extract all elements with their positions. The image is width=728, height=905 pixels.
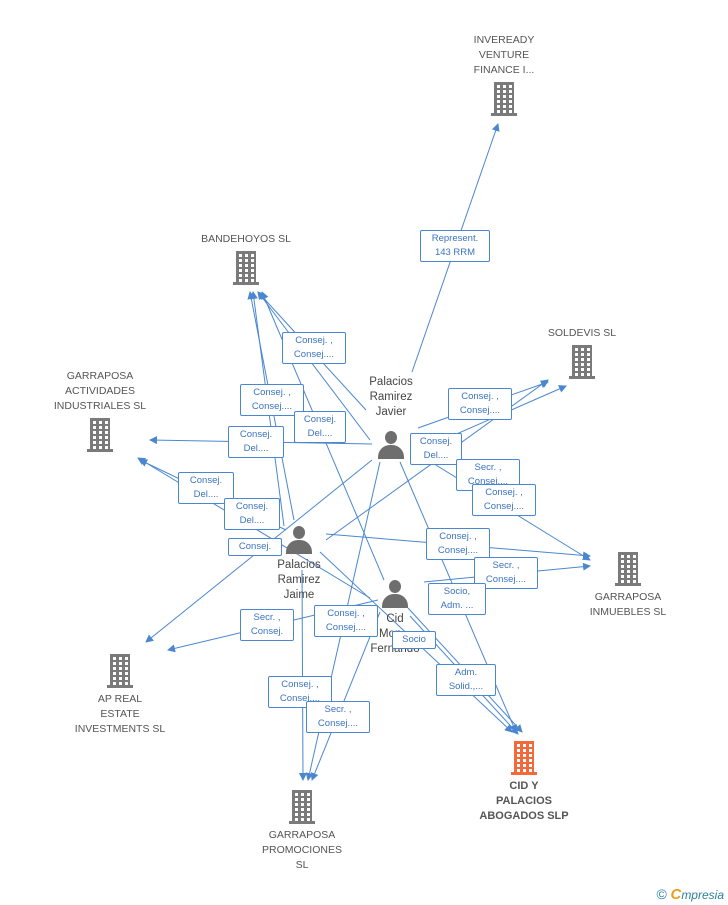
edge-fernando-promociones: [310, 611, 381, 781]
edge-label[interactable]: Consej. , Consej....: [472, 484, 536, 516]
edge-label[interactable]: Secr. , Consej.: [240, 609, 294, 641]
person-icon: [380, 580, 410, 608]
person-node-javier[interactable]: Palacios Ramirez Javier: [346, 375, 436, 459]
company-node-ap-real[interactable]: AP REAL ESTATE INVESTMENTS SL: [64, 654, 176, 737]
company-label: INVEREADY VENTURE FINANCE I...: [473, 34, 535, 76]
building-icon: [289, 790, 315, 824]
edge-label[interactable]: Secr. , Consej....: [306, 701, 370, 733]
edge-jaime-promociones: [298, 569, 307, 781]
building-icon: [233, 251, 259, 285]
edge-javier-bandehoyos-b: [257, 291, 371, 441]
building-icon: [491, 82, 517, 116]
company-label: SOLDEVIS SL: [547, 327, 617, 339]
edge-label[interactable]: Consej. Del....: [224, 498, 280, 530]
company-node-soldevis[interactable]: SOLDEVIS SL: [530, 326, 634, 379]
edge-label[interactable]: Consej.: [228, 538, 282, 556]
edge-label[interactable]: Consej. , Consej....: [448, 388, 512, 420]
edge-label[interactable]: Consej. , Consej....: [314, 605, 378, 637]
company-node-cid-palacios[interactable]: CID Y PALACIOS ABOGADOS SLP: [468, 741, 580, 824]
person-icon: [376, 431, 406, 459]
building-icon: [87, 418, 113, 452]
company-label: AP REAL ESTATE INVESTMENTS SL: [74, 693, 166, 735]
person-icon: [284, 526, 314, 554]
edge-label[interactable]: Consej. Del....: [228, 426, 284, 458]
company-label: CID Y PALACIOS ABOGADOS SLP: [479, 780, 569, 822]
building-icon: [107, 654, 133, 688]
copyright-icon: ©: [656, 886, 667, 902]
edge-label[interactable]: Consej. , Consej....: [240, 384, 304, 416]
building-icon: [569, 345, 595, 379]
company-label: GARRAPOSA PROMOCIONES SL: [262, 829, 342, 871]
edge-label[interactable]: Socio, Adm. ...: [428, 583, 486, 615]
person-node-jaime[interactable]: Palacios Ramirez Jaime: [254, 526, 344, 603]
company-label: GARRAPOSA INMUEBLES SL: [589, 591, 667, 618]
company-node-garraposa-inmuebles[interactable]: GARRAPOSA INMUEBLES SL: [576, 552, 680, 620]
edge-label[interactable]: Consej. Del....: [410, 433, 462, 465]
company-node-bandehoyos[interactable]: BANDEHOYOS SL: [186, 232, 306, 285]
company-node-garraposa-promociones[interactable]: GARRAPOSA PROMOCIONES SL: [246, 790, 358, 873]
building-icon: [511, 741, 537, 775]
footer-brand: © Cmpresia: [657, 886, 724, 903]
building-icon: [615, 552, 641, 586]
brand-initial: C: [670, 886, 682, 903]
edge-label[interactable]: Socio: [392, 631, 436, 649]
person-label: Palacios Ramirez Javier: [369, 376, 413, 418]
edge-label-represent[interactable]: Represent. 143 RRM: [420, 230, 490, 262]
edge-label[interactable]: Adm. Solid.,...: [436, 664, 496, 696]
company-label: GARRAPOSA ACTIVIDADES INDUSTRIALES SL: [53, 370, 147, 412]
person-label: Palacios Ramirez Jaime: [277, 559, 321, 601]
company-label: BANDEHOYOS SL: [201, 233, 291, 245]
edge-label[interactable]: Consej. , Consej....: [426, 528, 490, 560]
company-node-garraposa-actividades[interactable]: GARRAPOSA ACTIVIDADES INDUSTRIALES SL: [44, 369, 156, 452]
edge-label[interactable]: Consej. , Consej....: [282, 332, 346, 364]
edge-label[interactable]: Consej. Del....: [294, 411, 346, 443]
brand-name: mpresia: [681, 888, 724, 902]
company-node-inveready[interactable]: INVEREADY VENTURE FINANCE I...: [452, 33, 556, 116]
